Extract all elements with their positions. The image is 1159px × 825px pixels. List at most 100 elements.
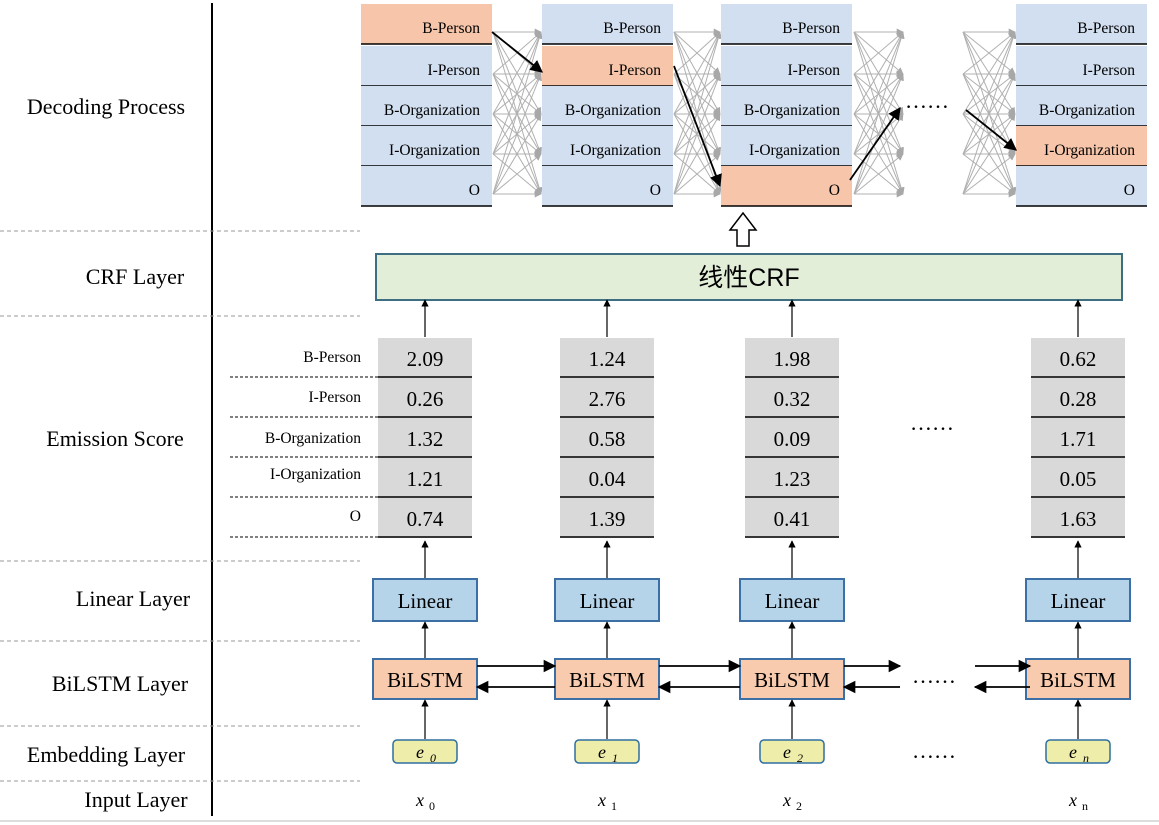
transition-edge (673, 31, 721, 115)
decoded-state-cell (361, 4, 492, 44)
bilstm-ellipsis: …… (912, 663, 956, 688)
transition-edge (673, 153, 721, 195)
decoded-path (491, 31, 1017, 188)
emission-score-value: 0.41 (774, 507, 811, 531)
state-cell (361, 126, 492, 166)
decoded-path-arrow (673, 65, 722, 188)
state-label: I-Person (787, 62, 840, 79)
state-cell (721, 46, 852, 86)
linear-label: Linear (398, 589, 453, 613)
emission-score-column (1031, 338, 1125, 538)
state-cell (721, 126, 852, 166)
input-subscript: n (1082, 799, 1088, 813)
state-cell (1016, 4, 1147, 44)
layer-label-input: Input Layer (84, 787, 188, 812)
state-label: I-Organization (389, 142, 480, 159)
transition-edge (853, 113, 904, 195)
emission-score-value: 1.21 (407, 467, 444, 491)
state-cell (1016, 166, 1147, 206)
linear-box (372, 578, 478, 622)
state-label: I-Organization (570, 142, 661, 159)
state-cell (361, 86, 492, 126)
embedding-subscript: 0 (430, 751, 436, 765)
embedding-label: e (783, 742, 791, 762)
emission-score-value: 0.74 (407, 507, 444, 531)
embedding-subscript: 2 (797, 751, 803, 765)
state-label: I-Organization (749, 142, 840, 159)
state-label: I-Person (427, 62, 480, 79)
layer-separators (0, 230, 360, 782)
decoded-path-arrow (491, 31, 543, 73)
embedding-box (392, 739, 458, 764)
transition-edge (673, 73, 722, 195)
transition-edges (492, 28, 1017, 198)
input-subscript: 2 (796, 799, 802, 813)
emission-score-value: 2.09 (407, 347, 444, 371)
layer-label-emission: Emission Score (46, 426, 184, 451)
decoding-ellipsis: …… (905, 88, 949, 113)
linear-label: Linear (1051, 589, 1106, 613)
emission-score-value: 0.28 (1060, 387, 1097, 411)
transition-edge (962, 153, 1016, 195)
state-cell (542, 86, 673, 126)
state-cell (361, 166, 492, 206)
embedding-subscript: n (1083, 751, 1089, 765)
layer-label-embedding: Embedding Layer (27, 742, 186, 767)
emission-score-value: 0.32 (774, 387, 811, 411)
state-label: I-Organization (1044, 142, 1135, 159)
state-cell (361, 46, 492, 86)
input-subscript: 1 (611, 799, 617, 813)
embedding-box (759, 739, 825, 764)
state-label: B-Person (1077, 20, 1135, 37)
transition-edge (853, 73, 904, 195)
linear-box (554, 578, 660, 622)
state-cell (721, 4, 852, 44)
emission-score-value: 0.58 (589, 427, 626, 451)
transition-edge (673, 31, 722, 195)
emission-score-value: 1.63 (1060, 507, 1097, 531)
state-cell (721, 86, 852, 126)
emission-score-column (745, 338, 839, 538)
emission-score-value: 1.24 (589, 347, 626, 371)
transition-edge (962, 73, 1016, 195)
input-token: x (782, 790, 791, 810)
layer-labels: Decoding Process CRF Layer Emission Scor… (27, 94, 191, 812)
embedding-subscript: 1 (612, 751, 618, 765)
decoded-path-arrow (849, 106, 901, 181)
transition-edge (962, 31, 1017, 195)
bilstm-label: BiLSTM (754, 668, 830, 692)
state-label: O (829, 182, 840, 199)
decoded-state-cell (721, 166, 852, 206)
emission-score-value: 1.32 (407, 427, 444, 451)
state-label: B-Person (782, 20, 840, 37)
emission-score-value: 0.62 (1060, 347, 1097, 371)
transition-edge (962, 31, 1016, 155)
decoded-path-arrow (965, 109, 1017, 151)
emission-score-value: 0.26 (407, 387, 444, 411)
linear-label: Linear (765, 589, 820, 613)
emission-tag-label: I-Organization (270, 466, 361, 483)
emission-tag-label: I-Person (308, 389, 361, 406)
transition-edge (673, 31, 722, 155)
state-label: B-Organization (744, 102, 840, 119)
state-label: B-Person (422, 20, 480, 37)
bilstm-box (372, 658, 478, 700)
transition-edge (492, 153, 542, 195)
transition-edge (492, 31, 542, 115)
emission-score-value: 1.98 (774, 347, 811, 371)
emission-score-column (560, 338, 654, 538)
state-label: O (1124, 182, 1135, 199)
input-token: x (597, 790, 606, 810)
linear-box (739, 578, 845, 622)
state-label: B-Organization (1039, 102, 1135, 119)
state-label: O (469, 182, 480, 199)
transition-edge (962, 113, 1016, 195)
emission-ellipsis: …… (910, 410, 954, 435)
state-label: I-Person (608, 62, 661, 79)
state-label: O (650, 182, 661, 199)
